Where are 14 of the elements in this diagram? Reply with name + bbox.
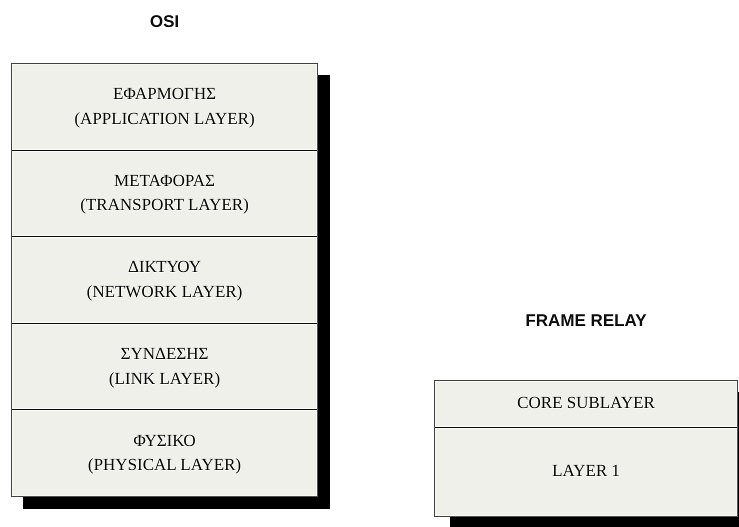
layer-name: (NETWORK LAYER) [86,280,242,303]
layer-name: ΦΥΣΙΚΟ [133,430,196,452]
layer-name: LAYER 1 [552,460,620,482]
layer-name: ΣΥΝΔΕΣΗΣ [120,342,208,365]
layer-name: ΔΙΚΤΥΟΥ [128,256,201,278]
layer-name: (LINK LAYER) [108,368,220,390]
stack-title: FRAME RELAY [524,311,648,331]
layer-name: (PHYSICAL LAYER) [88,454,242,476]
layer-name: CORE SUBLAYER [517,392,655,414]
layer-name: ΜΕΤΑΦΟΡΑΣ [114,170,215,192]
layer-name: (APPLICATION LAYER) [74,108,255,130]
stack-title: OSI [148,12,180,32]
layer-name: ΕΦΑΡΜΟΓΗΣ [112,83,216,106]
layer-name: (TRANSPORT LAYER) [80,194,249,216]
